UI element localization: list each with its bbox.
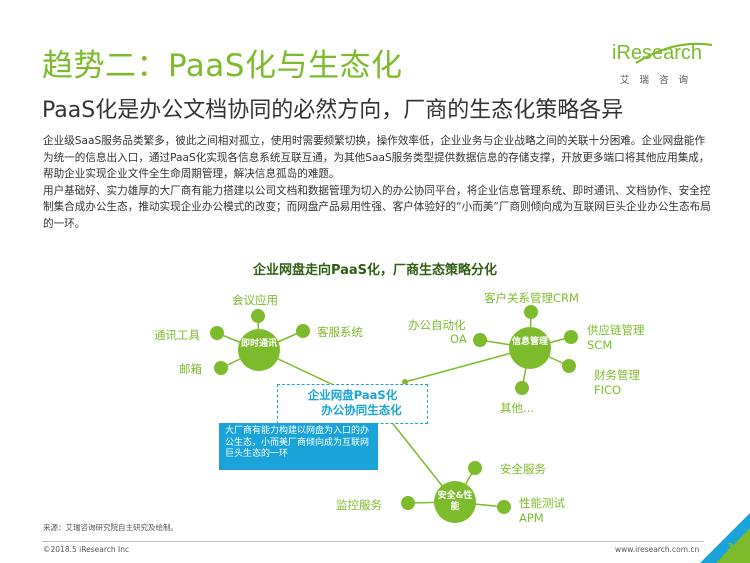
body-text: 企业级SaaS服务品类繁多，彼此之间相对孤立，使用时需要频繁切换，操作效率低，企… [43, 133, 711, 232]
center-line-1: 企业网盘PaaS化 [307, 388, 398, 402]
contacts-dot [210, 326, 224, 340]
meeting-label: 会议应用 [232, 293, 278, 307]
diagram-title: 企业网盘走向PaaS化，厂商生态策略分化 [252, 263, 498, 278]
service-label: 客服系统 [317, 325, 363, 339]
safe-label: 安全服务 [500, 462, 546, 476]
center-line-2: 办公协同生态化 [321, 403, 402, 417]
scm-label-2: SCM [587, 338, 613, 352]
info-hub-link [404, 347, 531, 383]
logo-subtitle: 艾瑞咨询 [620, 75, 699, 86]
oa-dot [473, 333, 487, 347]
apm-dot [497, 500, 511, 514]
info-hub [509, 327, 551, 369]
oa-label-1: 办公自动化 [408, 318, 466, 332]
fico-dot [562, 359, 576, 373]
im-hub [238, 329, 280, 371]
crm-dot [524, 305, 538, 319]
security-hub [434, 481, 476, 523]
scm-label-1: 供应链管理 [587, 323, 645, 337]
safe-dot [468, 461, 482, 475]
paragraph: 用户基础好、实力雄厚的大厂商有能力搭建以公司文档和数据管理为切入的办公协同平台，… [43, 184, 711, 230]
logo-wordmark: iResearch [612, 42, 703, 64]
callout-note: 大厂商有能力构建以网盘为入口的办公生态，小而美厂商倾向成为互联网巨头生态的一环 [219, 423, 378, 470]
junction-dot [402, 379, 408, 385]
website-link[interactable]: www.iresearch.com.cn [615, 545, 700, 554]
service-dot [296, 324, 310, 338]
fico-label-2: FICO [594, 383, 622, 397]
fico-label-1: 财务管理 [594, 368, 640, 382]
scm-dot [564, 330, 578, 344]
info-hub-label: 信息管理 [511, 337, 548, 347]
mail-label: 邮箱 [179, 362, 202, 376]
iresearch-logo: iResearch 艾瑞咨询 [612, 42, 716, 86]
logo-swoosh-icon [635, 42, 713, 64]
other-dot [515, 381, 529, 395]
footer-divider [42, 541, 704, 542]
page-title: 趋势二：PaaS化与生态化 [42, 48, 403, 84]
corner-accent-green [716, 528, 750, 563]
apm-label-1: 性能测试 [519, 496, 565, 510]
center-node-box: 企业网盘PaaS化 办公协同生态化 [277, 384, 428, 424]
crm-label: 客户关系管理CRM [484, 291, 579, 305]
source-note: 来源：艾瑞咨询研究院自主研究及绘制。 [43, 523, 178, 532]
monitor-label: 监控服务 [336, 498, 382, 512]
mail-dot [214, 361, 228, 375]
other-label: 其他... [500, 401, 534, 415]
monitor-dot [401, 496, 415, 510]
im-hub-label: 即时通讯 [240, 339, 277, 349]
oa-label-2: OA [450, 332, 467, 346]
page-number: 39 [727, 542, 741, 553]
apm-label-2: APM [519, 511, 544, 525]
copyright: ©2018.5 iResearch Inc [43, 545, 130, 554]
contacts-label: 通讯工具 [154, 328, 200, 342]
meeting-dot [251, 309, 265, 323]
paragraph: 企业级SaaS服务品类繁多，彼此之间相对孤立，使用时需要频繁切换，操作效率低，企… [43, 135, 710, 180]
page-subtitle: PaaS化是办公文档协同的必然方向，厂商的生态化策略各异 [42, 98, 624, 123]
security-hub-label: 安全&性能 [437, 491, 473, 512]
